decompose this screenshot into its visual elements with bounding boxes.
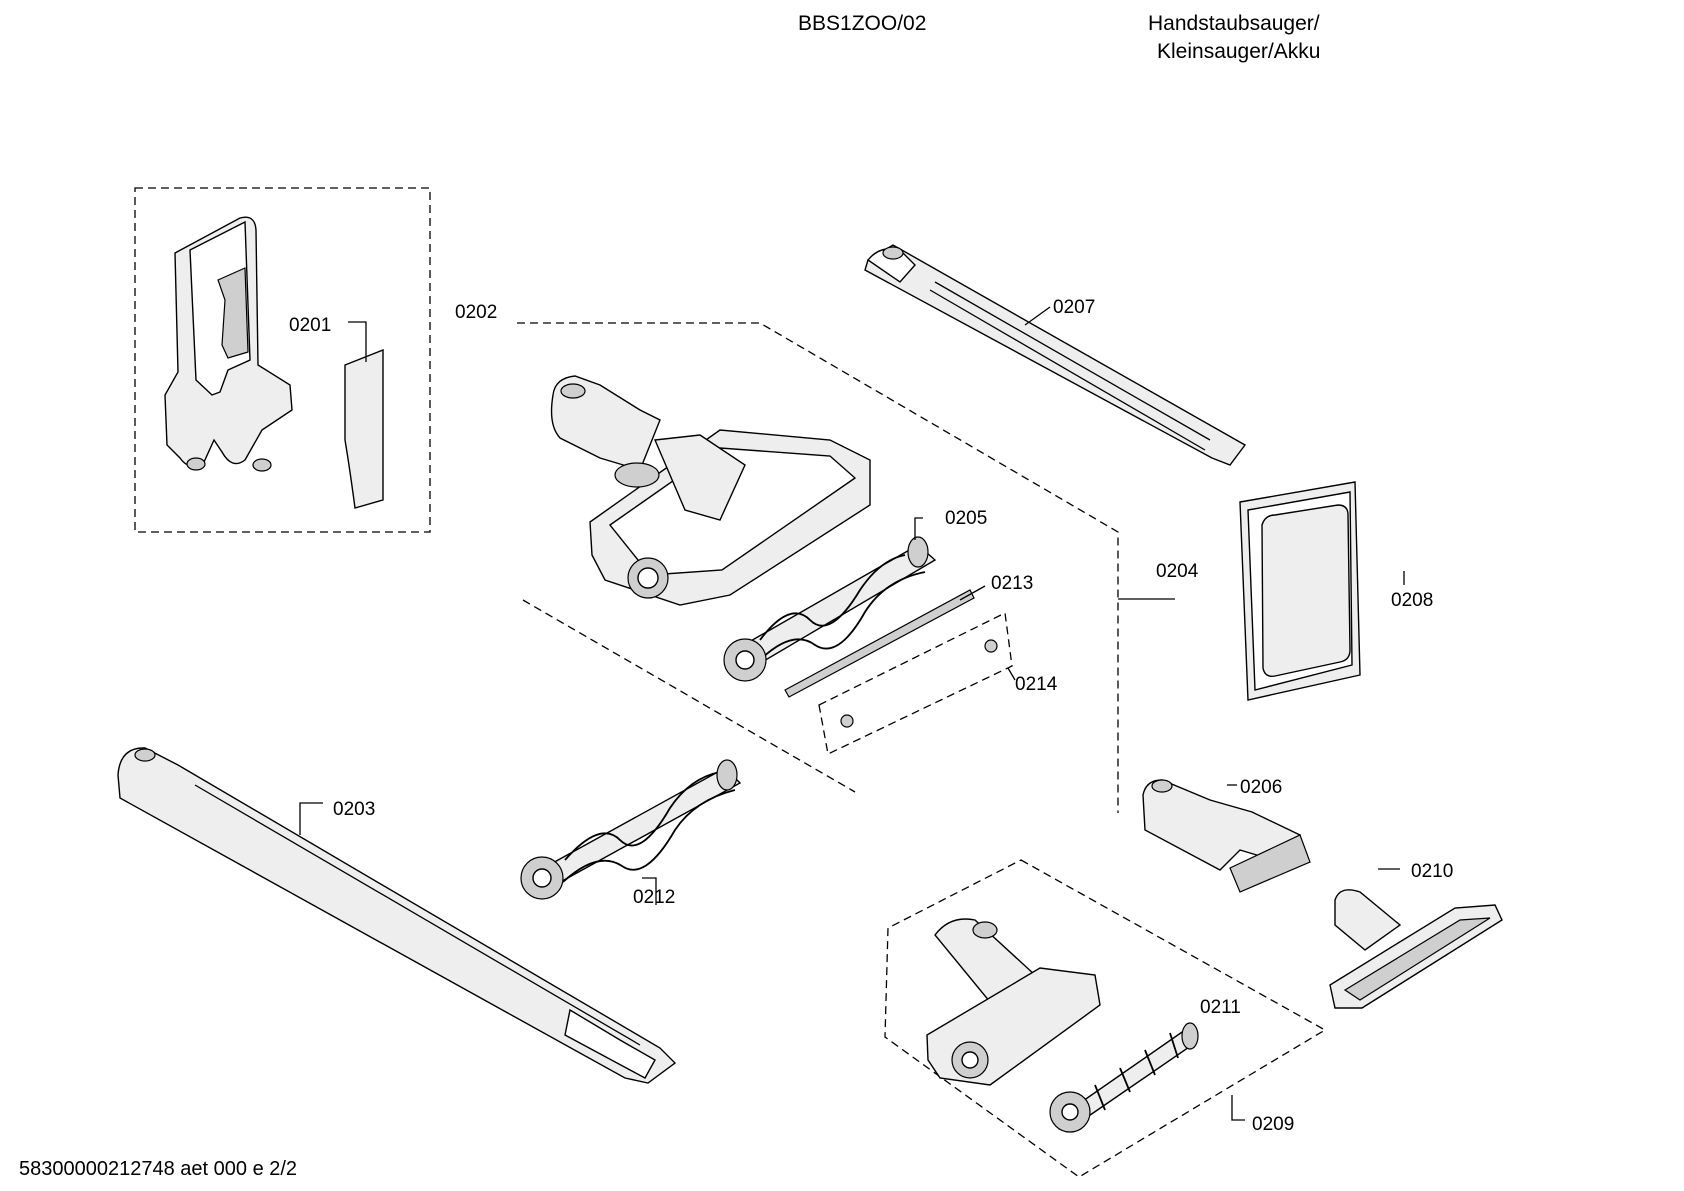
category-line-1: Handstaubsauger/ xyxy=(1148,12,1320,35)
part-label-0207: 0207 xyxy=(1053,297,1095,318)
leader-0214 xyxy=(1007,667,1016,681)
roller-brush-0212-part xyxy=(520,759,742,900)
part-label-0202: 0202 xyxy=(455,302,497,323)
part-label-0212: 0212 xyxy=(633,887,675,908)
leader-0205 xyxy=(914,517,923,540)
extension-tube-part xyxy=(864,244,1247,466)
upholstery-nozzle-part xyxy=(1329,889,1503,1009)
part-label-0213: 0213 xyxy=(991,573,1033,594)
screw-0214-b xyxy=(840,714,854,728)
part-label-0206: 0206 xyxy=(1240,777,1282,798)
group-outline-0202 xyxy=(517,322,1119,813)
handle-holder-part xyxy=(164,216,293,472)
group-box-0201 xyxy=(134,187,431,533)
filter-part xyxy=(1239,481,1361,701)
part-label-0201: 0201 xyxy=(289,315,331,336)
strip-0213-part xyxy=(784,589,975,698)
group-outline-0202-lower xyxy=(522,599,856,793)
category-line-2: Kleinsauger/Akku xyxy=(1157,40,1321,63)
leader-0212 xyxy=(642,877,657,905)
part-label-0208: 0208 xyxy=(1391,590,1433,611)
part-label-0205: 0205 xyxy=(945,508,987,529)
document-id: 58300000212748 aet 000 e 2/2 xyxy=(19,1158,298,1180)
small-roller-part xyxy=(1049,1022,1199,1133)
screw-0214-a xyxy=(984,639,998,653)
label-tag-part xyxy=(344,348,384,509)
roller-brush-0205-part xyxy=(723,536,937,682)
part-label-0209: 0209 xyxy=(1252,1114,1294,1135)
leader-0201 xyxy=(348,321,367,362)
mini-turbo-brush-part xyxy=(926,918,1101,1086)
part-label-0211: 0211 xyxy=(1200,997,1241,1018)
floor-brush-part xyxy=(550,375,871,606)
part-label-0204: 0204 xyxy=(1156,561,1199,582)
group-box-0211 xyxy=(884,859,1327,1178)
group-box-0214 xyxy=(818,612,1013,755)
leader-0207 xyxy=(1024,306,1051,326)
model-number: BBS1ZOO/02 xyxy=(798,12,927,35)
part-label-0203: 0203 xyxy=(333,799,375,820)
leader-0209 xyxy=(1231,1095,1245,1121)
leader-0203 xyxy=(299,802,323,835)
part-label-0210: 0210 xyxy=(1411,861,1453,882)
part-label-0214: 0214 xyxy=(1015,674,1058,695)
leader-0213 xyxy=(959,585,986,601)
long-tube-part xyxy=(117,747,677,1084)
brush-nozzle-part xyxy=(1142,779,1311,893)
